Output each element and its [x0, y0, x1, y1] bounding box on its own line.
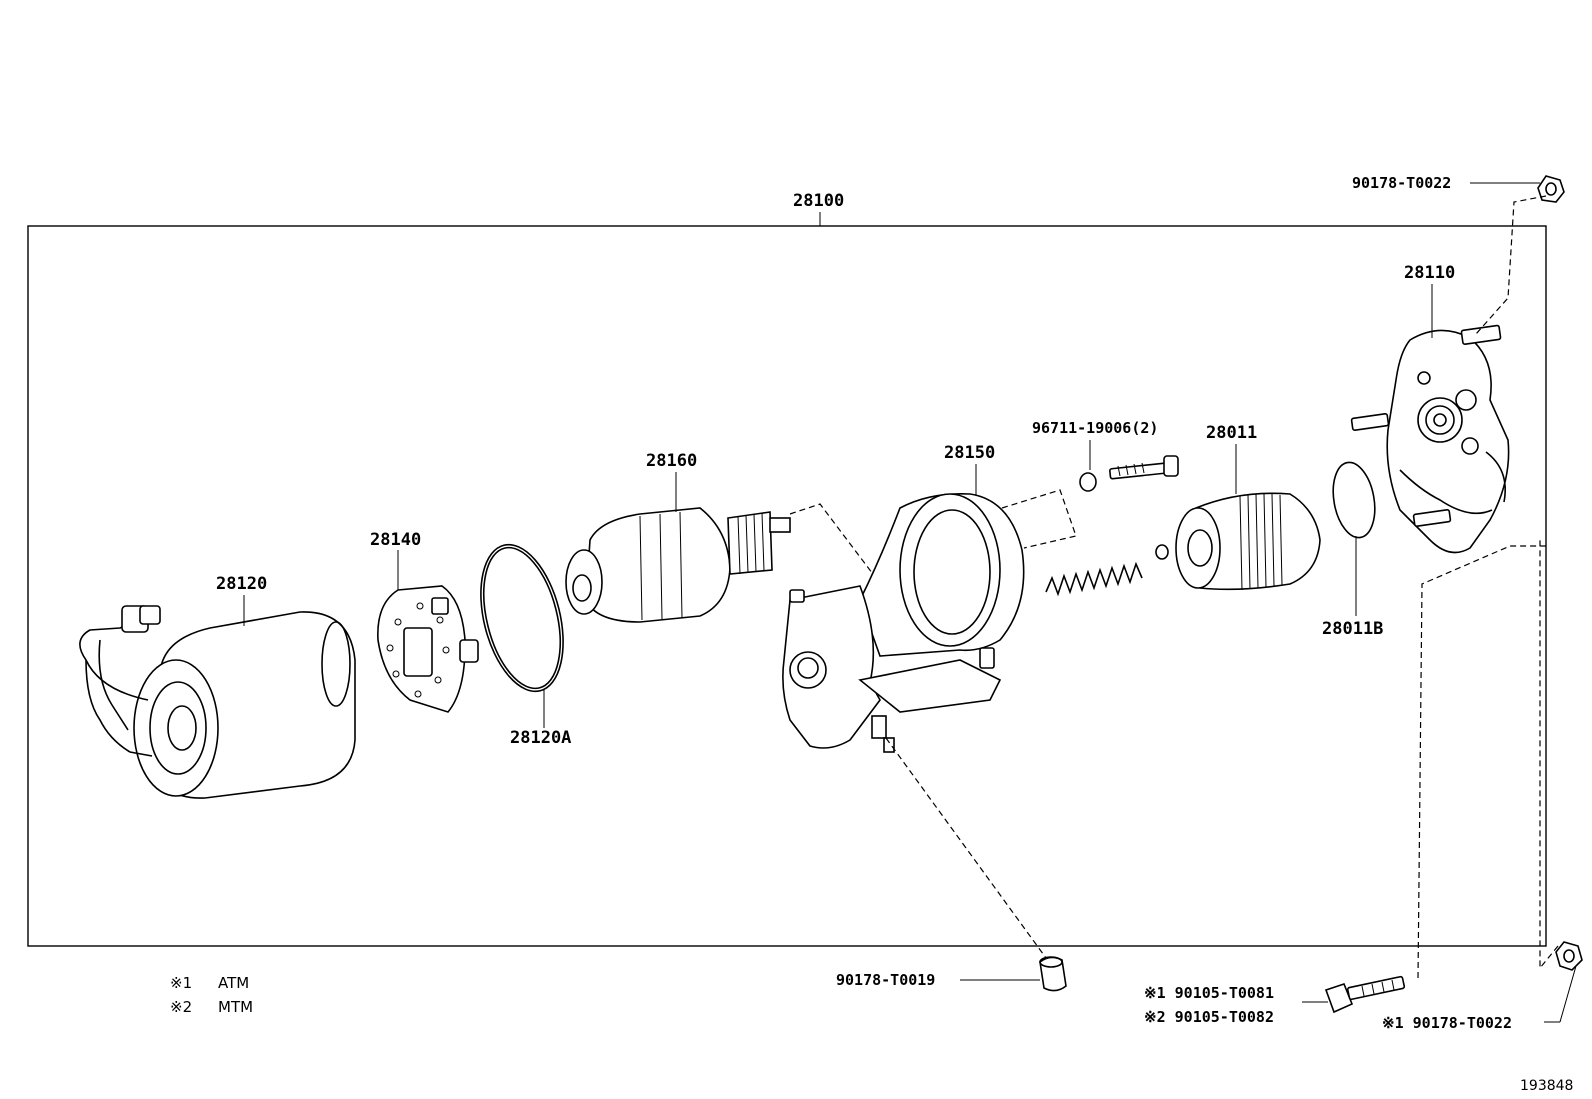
label-96711: 96711-19006(2) [1032, 419, 1158, 437]
part-28110-end-frame [1350, 324, 1510, 554]
part-28160-armature [565, 507, 791, 623]
label-nut-bottom: 90178-T0019 [836, 971, 935, 989]
figure-number: 193848 [1520, 1078, 1573, 1094]
label-28120: 28120 [216, 574, 267, 594]
leader-nut-lower-right-bend [1559, 965, 1577, 1023]
dash-nut-top [1475, 195, 1547, 335]
label-28150: 28150 [944, 443, 995, 463]
label-bolt-mtm: ※2 90105-T0082 [1144, 1008, 1274, 1026]
part-28120A-o-ring [480, 543, 564, 693]
label-28110: 28110 [1404, 263, 1455, 283]
label-nut-lower-right: ※1 90178-T0022 [1382, 1014, 1512, 1032]
label-nut-top: 90178-T0022 [1352, 174, 1451, 192]
part-spring [1045, 544, 1169, 597]
part-28011-clutch [1175, 492, 1321, 591]
assembly-frame [27, 225, 1547, 947]
label-28011B: 28011B [1322, 619, 1383, 639]
label-28160: 28160 [646, 451, 697, 471]
dash-nut-bottom [885, 737, 1047, 959]
part-28140-brush-holder [377, 585, 479, 713]
label-28120A: 28120A [510, 728, 571, 748]
part-28150-housing [782, 492, 1025, 753]
legend-mark-2: ※2 [170, 998, 192, 1016]
label-bolt-atm: ※1 90105-T0081 [1144, 984, 1274, 1002]
housing-dash-guide [1001, 489, 1077, 549]
part-28011B-seal [1332, 461, 1376, 539]
dash-bolt [1417, 545, 1550, 979]
part-28120-yoke [79, 605, 356, 799]
label-28011: 28011 [1206, 423, 1257, 443]
legend-mark-1: ※1 [170, 974, 192, 992]
part-nut-bottom [1039, 956, 1067, 992]
part-96711-bolt [1079, 455, 1179, 492]
legend: ※1 ATM ※2 MTM [170, 974, 253, 1016]
label-28100: 28100 [793, 191, 844, 211]
legend-text-2: MTM [218, 998, 253, 1016]
part-nut-top [1537, 175, 1565, 203]
part-bolt-long [1324, 975, 1406, 1014]
part-nut-lower-right [1555, 941, 1583, 971]
legend-text-1: ATM [218, 974, 249, 992]
dash-nut-lower-right [1539, 538, 1559, 970]
label-28140: 28140 [370, 530, 421, 550]
